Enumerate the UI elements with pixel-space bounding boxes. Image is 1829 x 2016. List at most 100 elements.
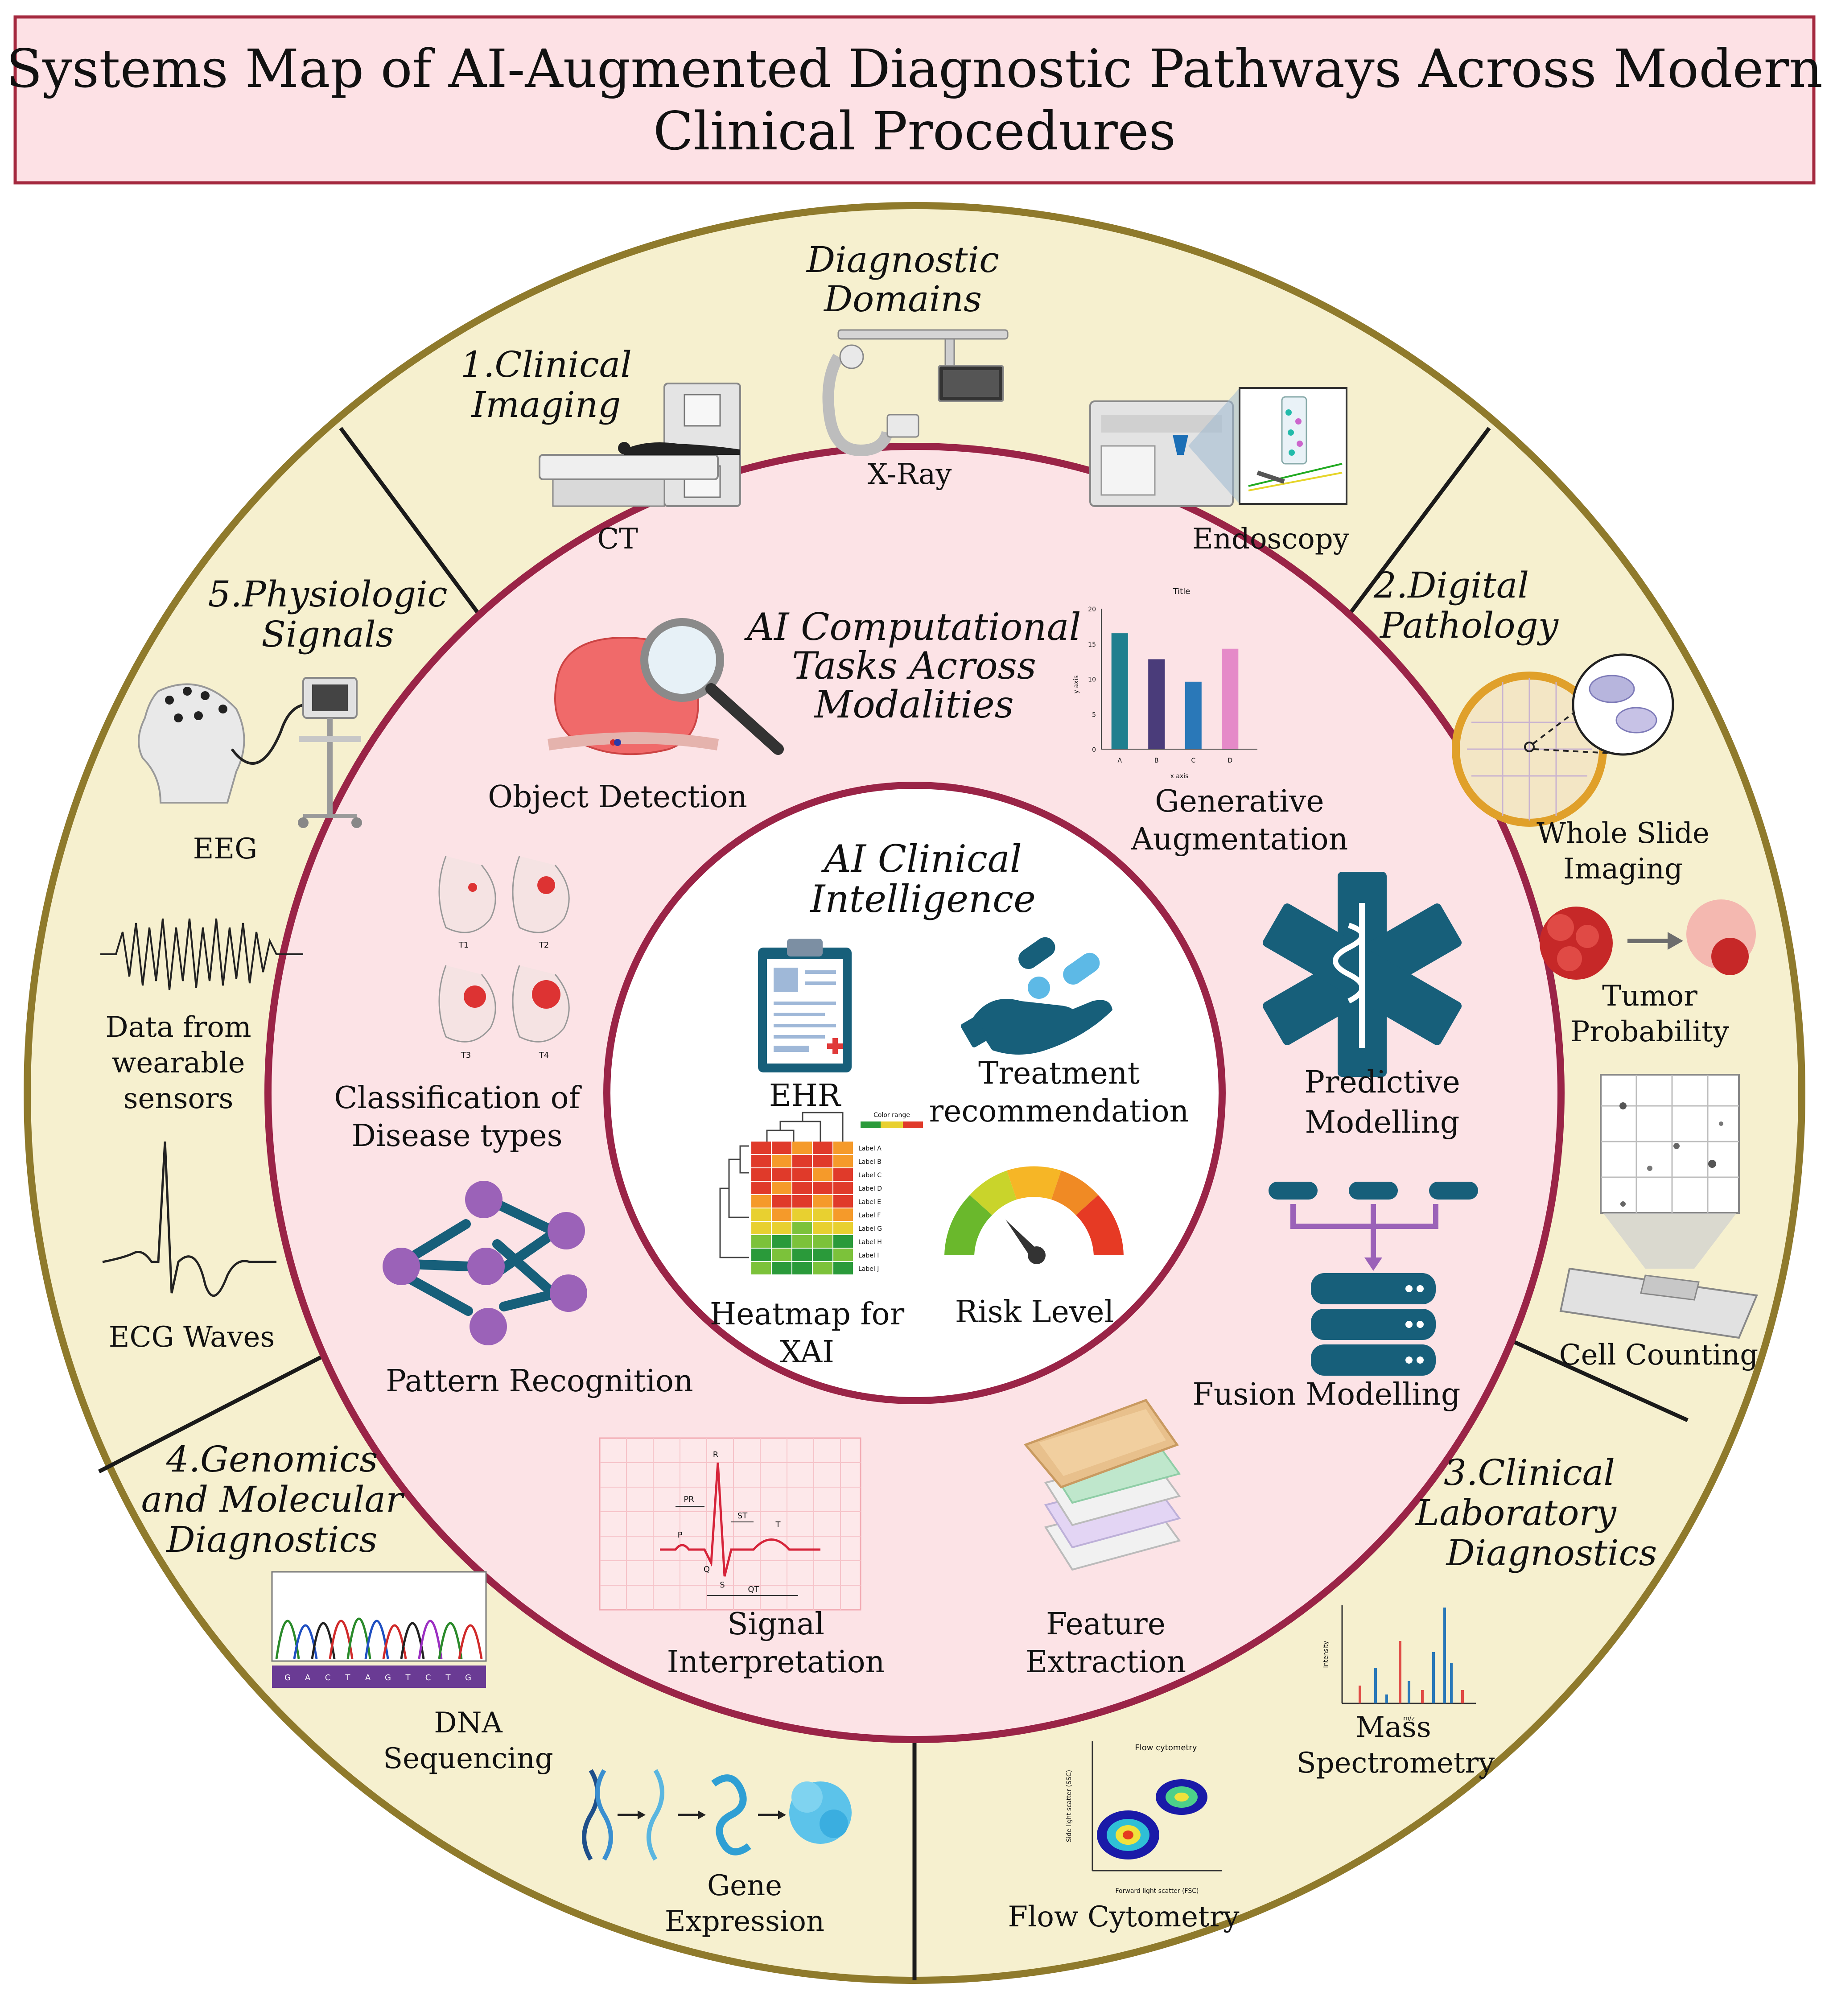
star-of-life-icon [1262,872,1462,1077]
ecg-label-pr: PR [684,1495,694,1504]
classification-label-line-2: Disease types [351,1118,562,1154]
heatmap-cell [813,1155,832,1167]
heatmap-cell [751,1235,771,1248]
flow-title: Flow cytometry [1135,1743,1197,1752]
stage-label-t2: T2 [539,940,549,950]
heatmap-cell [772,1222,791,1234]
endoscopy-label: Endoscopy [1192,523,1349,556]
heatmap-cell [833,1182,853,1194]
clinical-imaging-line-2: Imaging [471,384,621,425]
treatment-hand-pills-icon [960,937,1112,1055]
heatmap-cell [833,1155,853,1167]
heatmap-cell [833,1222,853,1234]
bar-chart-y-tick: 15 [1088,641,1096,648]
heatmap-row-label: Label C [858,1172,882,1179]
heatmap-cell [751,1262,771,1274]
cell-counting-icon [1559,1074,1758,1339]
wearable-label-line-1: Data from [105,1011,251,1044]
domain-clinical-imaging: 1.Clinical Imaging [461,344,632,425]
ecg-label-t: T [775,1520,781,1530]
domain-physiologic-signals: 5.Physiologic Signals [208,573,447,655]
dna-base: C [325,1673,331,1682]
genomics-line-1: 4.Genomics [166,1439,378,1480]
classification-icon: T1 T2 T3 T4 [438,856,570,1060]
dna-sequencing-label-line-1: DNA [434,1707,503,1740]
heatmap-cell [833,1142,853,1154]
genomics-line-2: and Molecular [141,1479,405,1520]
dna-base: G [284,1673,291,1682]
bar-chart-ylabel: y axis [1073,676,1080,694]
ecg-label-r: R [713,1450,719,1459]
tumor-label-line-1: Tumor [1602,980,1697,1013]
mass-spectrometry-chart: Intensity m/z [1322,1605,1476,1722]
dna-base: A [305,1673,311,1682]
heatmap-cell [772,1235,791,1248]
ecg-label-s: S [720,1580,725,1590]
title-box: Systems Map of AI-Augmented Diagnostic P… [6,15,1823,185]
domain-genomics: 4.Genomics and Molecular Diagnostics [141,1439,405,1560]
lab-diagnostics-line-3: Diagnostics [1446,1532,1657,1574]
breast-stage-t2 [512,856,570,933]
ecg-label-q: Q [704,1565,710,1574]
breast-stage-t4 [512,965,570,1043]
flow-cytometry-chart: Flow cytometry Side light scatter (SSC) … [1066,1741,1222,1895]
heatmap-cell [772,1142,791,1154]
ct-label: CT [597,523,638,556]
center-header-line-2: Intelligence [809,877,1036,921]
wearable-label-line-2: wearable [112,1047,245,1080]
dna-base: T [345,1673,351,1682]
bar-chart-title: Title [1173,587,1190,596]
risk-level-gauge-icon [944,1166,1124,1264]
heatmap-label-line-1: Heatmap for [710,1297,905,1332]
ecg-wave-icon [102,1141,276,1297]
heatmap-cell [772,1182,791,1194]
wsi-label-line-2: Imaging [1563,853,1683,886]
ecg-label-p: P [678,1530,683,1540]
domain-lab-diagnostics: 3.Clinical Laboratory Diagnostics [1415,1452,1657,1574]
ai-tasks-header-line-1: AI Computational [744,605,1081,649]
heatmap-cell [833,1235,853,1248]
pattern-recognition-label: Pattern Recognition [386,1364,693,1399]
mass-spec-label-line-1: Mass [1355,1711,1431,1744]
title-line-1: Systems Map of AI-Augmented Diagnostic P… [6,38,1823,99]
xray-machine-icon [822,329,1009,457]
dna-base: G [465,1673,471,1682]
breast-stage-t3 [438,965,496,1043]
predictive-label-line-2: Modelling [1305,1105,1460,1140]
divider-right-lower [1504,1336,1689,1422]
heatmap-cell [813,1208,832,1221]
pattern-recognition-network-icon [383,1181,587,1345]
heatmap-cell [833,1195,853,1208]
heatmap-cell [792,1195,812,1208]
heatmap-cell [792,1142,812,1154]
bar-chart-y-tick: 20 [1088,606,1096,613]
heatmap-row-label: Label I [858,1252,879,1259]
dna-bases: G A C T A G T C T G [284,1673,471,1682]
heatmap-cell [772,1155,791,1167]
whole-slide-icon [1452,653,1674,827]
heatmap-cell [833,1168,853,1181]
digital-pathology-line-1: 2.Digital [1373,565,1529,606]
tumor-probability-icon [1540,899,1756,980]
physiologic-line-2: Signals [261,614,394,655]
breast-stage-t1 [438,856,496,933]
heatmap-legend-label: Color range [873,1112,910,1119]
heatmap-cell [792,1208,812,1221]
heatmap-cell [792,1168,812,1181]
heatmap-row-label: Label B [858,1158,882,1166]
dna-base: T [405,1673,411,1682]
heatmap-dendrogram [719,1112,844,1258]
heatmap-cell [772,1249,791,1261]
wearable-signal-icon [100,918,303,990]
cell-counting-label: Cell Counting [1559,1339,1758,1372]
bar-chart-y-tick: 0 [1092,746,1096,754]
physiologic-line-1: 5.Physiologic [208,573,447,615]
bar-chart-xlabel: x axis [1170,773,1189,780]
heatmap-cell [792,1222,812,1234]
divider-left-lower [98,1347,338,1474]
heatmap-cell [772,1262,791,1274]
signal-interpretation-label-line-1: Signal [727,1607,824,1642]
heatmap-row-label: Label G [858,1225,882,1233]
